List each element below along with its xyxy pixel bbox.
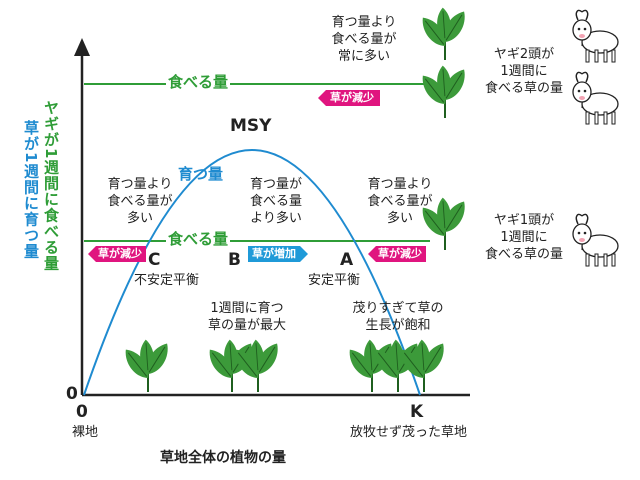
point-b-label: B — [228, 250, 241, 270]
plant-group-right — [344, 339, 450, 392]
arrow-shape-right-decrease — [368, 246, 426, 262]
growth-label: 育つ量 — [178, 165, 224, 183]
plant-group-center — [204, 339, 284, 392]
point-c-sub: 不安定平衡 — [134, 273, 200, 288]
k-sub: 放牧せず茂った草地 — [350, 425, 468, 440]
badge-increase: 草が増加 — [252, 247, 296, 260]
note-center-more: 育つ量が 食べる量 より多い — [249, 177, 302, 226]
point-a-label: A — [340, 250, 354, 270]
goat-two-caption: ヤギ2頭が 1週間に 食べる草の量 — [484, 47, 563, 96]
note-saturated: 茂りすぎて草の 生長が飽和 — [352, 301, 444, 333]
goat-icon-top-1 — [572, 9, 619, 63]
badge-right-decrease: 草が減少 — [378, 247, 422, 260]
point-a-sub: 安定平衡 — [308, 273, 361, 288]
arrow-shape-top-decrease — [318, 90, 380, 106]
plant-top-1 — [417, 7, 471, 60]
goat-one-caption: ヤギ1頭が 1週間に 食べる草の量 — [484, 213, 563, 262]
badge-left-decrease: 草が減少 — [98, 247, 142, 260]
upper-eating-label: 食べる量 — [166, 73, 231, 91]
point-c-label: C — [148, 250, 161, 270]
k-label: K — [410, 402, 424, 422]
plant-group-left — [120, 339, 174, 392]
goat-icon-mid — [572, 213, 619, 267]
origin-x-sub: 裸地 — [72, 425, 99, 440]
badge-top-decrease: 草が減少 — [330, 91, 374, 104]
note-left-more: 育つ量より 食べる量が 多い — [107, 177, 173, 226]
goat-icon-top-2 — [572, 71, 619, 125]
middle-eating-label: 食べる量 — [166, 230, 231, 248]
y-label-blue: 草が1週間に育つ量 — [22, 120, 40, 260]
y-label-green: ヤギが1週間に食べる量 — [42, 100, 60, 272]
note-top-more: 育つ量より 食べる量が 常に多い — [331, 15, 397, 64]
y-axis — [74, 38, 90, 395]
x-axis-label: 草地全体の植物の量 — [160, 450, 286, 466]
growth-curve — [83, 149, 421, 396]
plant-top-2 — [417, 65, 471, 118]
origin-y-label: 0 — [66, 384, 78, 404]
arrow-shape-increase — [248, 246, 308, 262]
note-max-growth: 1週間に育つ 草の量が最大 — [207, 301, 286, 333]
arrow-shape-left-decrease — [88, 246, 146, 262]
note-right-more: 育つ量より 食べる量が 多い — [367, 177, 433, 226]
origin-x-label: 0 — [76, 402, 88, 422]
msy-label: MSY — [230, 116, 272, 136]
